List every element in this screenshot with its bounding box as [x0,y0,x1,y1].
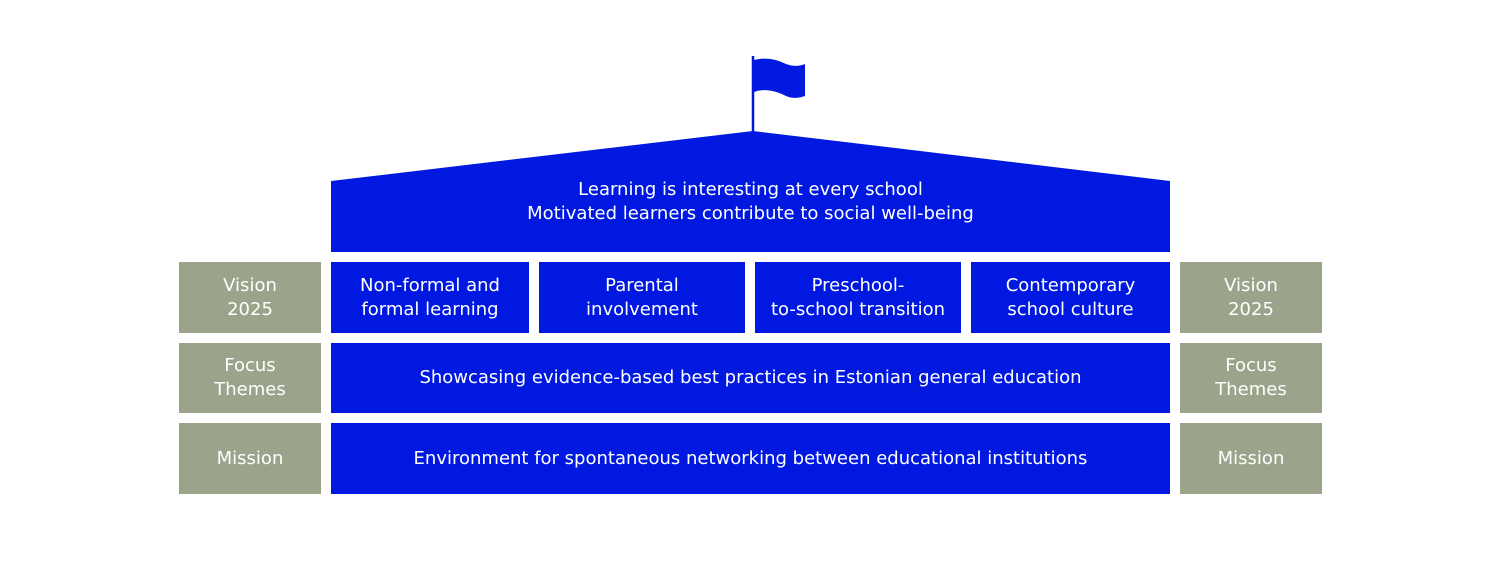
pillar-school-culture: Contemporary school culture [971,262,1170,333]
focus-label-left: Focus Themes [179,343,321,413]
vision-right-line-1: Vision [1224,274,1278,296]
roof-shape [331,131,1170,252]
pillar-non-formal-learning: Non-formal and formal learning [331,262,529,333]
pillar-4-line-1: Contemporary [1005,274,1136,296]
mission-bar: Environment for spontaneous networking b… [331,423,1170,494]
vision-right-line-2: 2025 [1228,298,1274,320]
focus-right-line-1: Focus [1225,355,1277,376]
pillar-1-line-1: Non-formal and [360,274,500,296]
pillar-4-line-2: school culture [1007,298,1134,320]
mission-right-text: Mission [1217,447,1285,469]
focus-themes-bar: Showcasing evidence-based best practices… [331,343,1170,413]
roof-line-2: Motivated learners contribute to social … [527,203,974,224]
focus-left-line-1: Focus [224,355,276,376]
pillar-preschool-transition: Preschool- to-school transition [755,262,961,333]
vision-left-line-1: Vision [223,274,277,296]
mission-left-text: Mission [216,447,284,469]
pillar-1-line-2: formal learning [361,298,499,320]
flag-icon [754,58,805,98]
focus-left-line-2: Themes [214,379,286,400]
pillar-parental-involvement: Parental involvement [539,262,745,333]
roof-line-1: Learning is interesting at every school [578,179,923,200]
focus-themes-text: Showcasing evidence-based best practices… [419,367,1082,388]
vision-label-right: Vision 2025 [1180,262,1322,333]
vision-label-left: Vision 2025 [179,262,321,333]
roof-text: Learning is interesting at every school … [331,178,1170,226]
mission-text: Environment for spontaneous networking b… [413,447,1088,469]
focus-right-line-2: Themes [1215,379,1287,400]
mission-label-left: Mission [179,423,321,494]
pillar-2-line-1: Parental [605,274,679,296]
pillar-3-line-1: Preschool- [811,274,905,296]
pillar-3-line-2: to-school transition [770,298,946,320]
focus-label-right: Focus Themes [1180,343,1322,413]
mission-label-right: Mission [1180,423,1322,494]
vision-left-line-2: 2025 [227,298,273,320]
pillar-2-line-2: involvement [586,298,698,320]
